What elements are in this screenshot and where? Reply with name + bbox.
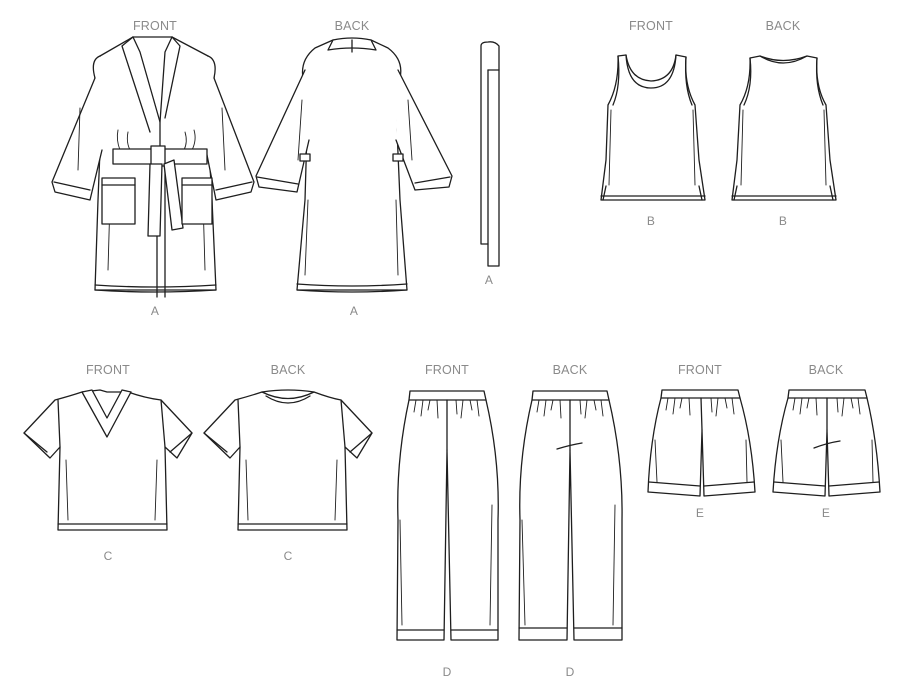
tee-front-code-label: C [103,549,113,563]
pants-front-drawing [396,390,499,641]
tee-front-view-label: FRONT [85,363,131,377]
pants-front-code-label: D [442,665,452,679]
shorts-back-code-label: E [821,506,831,520]
shorts-back-view-label: BACK [808,363,844,377]
robe-back-code-label: A [349,304,359,318]
shorts-back-drawing [772,389,881,497]
pants-front-view-label: FRONT [424,363,470,377]
tank-back-code-label: B [778,214,788,228]
tee-back-view-label: BACK [270,363,306,377]
robe-belt-drawing [480,41,500,267]
tank-front-code-label: B [646,214,656,228]
tank-back-drawing [731,55,837,201]
robe-front-code-label: A [150,304,160,318]
shorts-front-view-label: FRONT [677,363,723,377]
tee-back-drawing [203,389,373,531]
pants-back-view-label: BACK [552,363,588,377]
tank-front-drawing [600,54,706,201]
tee-front-drawing [23,389,193,531]
tank-back-view-label: BACK [765,19,801,33]
shorts-front-code-label: E [695,506,705,520]
robe-front-view-label: FRONT [132,19,178,33]
robe-back-view-label: BACK [334,19,370,33]
shorts-front-drawing [647,389,756,497]
tank-front-view-label: FRONT [628,19,674,33]
robe-front-drawing [51,36,255,298]
robe-belt-code-label: A [484,273,494,287]
tee-back-code-label: C [283,549,293,563]
robe-back-drawing [255,37,453,293]
pants-back-drawing [518,390,623,641]
pants-back-code-label: D [565,665,575,679]
